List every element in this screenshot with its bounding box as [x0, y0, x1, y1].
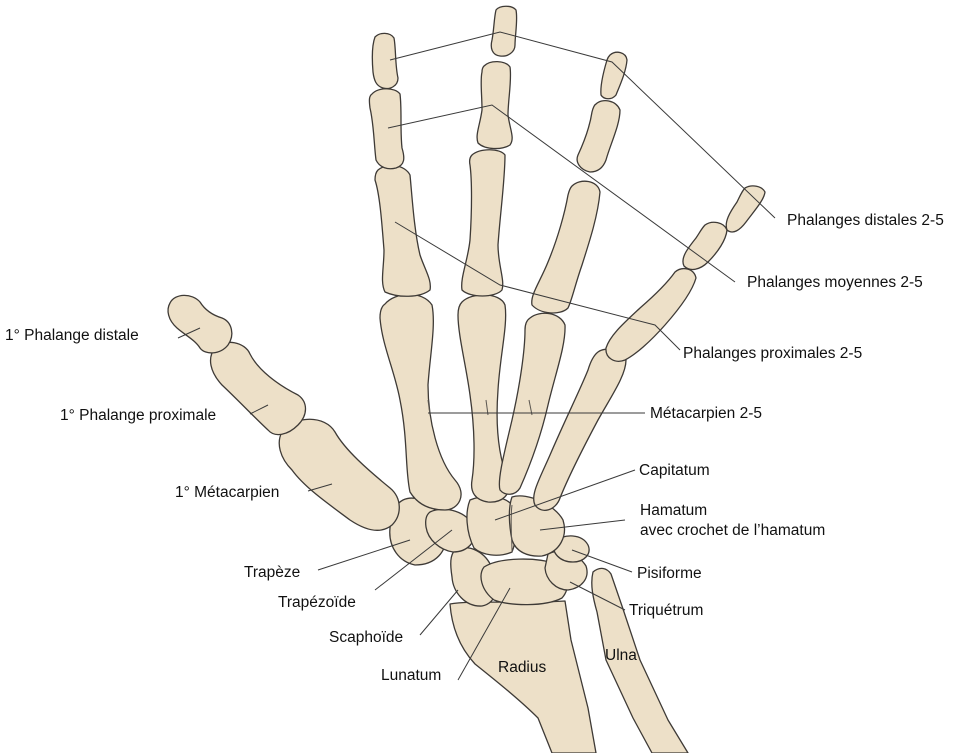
index-proximal-phalanx-bone [375, 165, 430, 296]
little-distal-phalanx-bone [726, 186, 765, 232]
label-hamate-hook: avec crochet de l’hamatum [640, 522, 825, 539]
label-proximal-phalanges: Phalanges proximales 2-5 [683, 345, 862, 362]
index-distal-phalanx-bone [372, 33, 398, 88]
index-middle-phalanx-bone [369, 89, 403, 169]
label-scaphoid: Scaphoïde [329, 629, 403, 646]
label-pisiform: Pisiforme [637, 565, 702, 582]
little-middle-phalanx-bone [683, 222, 727, 269]
ring-proximal-phalanx-bone [532, 181, 600, 313]
leader-trapezium [318, 540, 410, 570]
label-radius: Radius [498, 659, 546, 676]
label-middle-phalanges: Phalanges moyennes 2-5 [747, 274, 923, 291]
thumb-distal-phalanx-bone [168, 295, 232, 353]
middle-proximal-phalanx-bone [462, 150, 505, 296]
ring-distal-phalanx-bone [601, 52, 627, 98]
metacarpal-1-bone [279, 419, 399, 530]
thumb-proximal-phalanx-bone [211, 342, 306, 434]
middle-distal-phalanx-bone [491, 6, 516, 56]
label-triquetrum: Triquétrum [629, 602, 703, 619]
capitate-bone [467, 497, 516, 556]
ring-middle-phalanx-bone [577, 101, 620, 172]
label-capitate: Capitatum [639, 462, 710, 479]
label-ulna: Ulna [605, 647, 637, 664]
label-distal-phalanges: Phalanges distales 2-5 [787, 212, 944, 229]
label-hamate: Hamatum [640, 502, 707, 519]
label-lunate: Lunatum [381, 667, 441, 684]
label-first-distal-phalanx: 1° Phalange distale [5, 327, 139, 344]
label-trapezium: Trapèze [244, 564, 300, 581]
label-first-proximal-phalanx: 1° Phalange proximale [60, 407, 216, 424]
metacarpal-2-bone [380, 294, 461, 510]
label-trapezoid: Trapézoïde [278, 594, 356, 611]
label-first-metacarpal: 1° Métacarpien [175, 484, 279, 501]
middle-middle-phalanx-bone [477, 62, 512, 149]
label-metacarpals: Métacarpien 2-5 [650, 405, 762, 422]
radius-bone [450, 601, 596, 753]
